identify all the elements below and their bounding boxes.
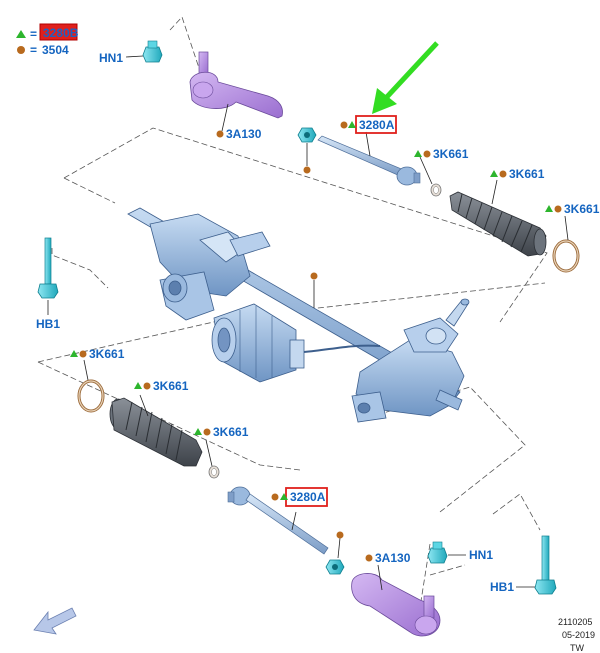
callout-3280a-bottom: 3280A bbox=[290, 490, 326, 504]
hex-nut-bottom bbox=[427, 541, 448, 564]
callout-hb1-right: HB1 bbox=[490, 580, 514, 594]
orange-dot-icon bbox=[203, 428, 211, 436]
callout-3k661-bellows-top: 3K661 bbox=[509, 167, 545, 181]
jam-nut-top bbox=[297, 127, 317, 143]
callout-3k661-clamp-bottom-outer: 3K661 bbox=[89, 347, 125, 361]
legend-circle-code: 3504 bbox=[42, 43, 69, 57]
small-clamp-top bbox=[430, 183, 442, 197]
bellows-boot-top bbox=[449, 191, 547, 257]
orange-dot-icon bbox=[17, 46, 25, 54]
green-triangle-icon bbox=[490, 170, 498, 177]
callout-3k661-top-inner: 3K661 bbox=[433, 147, 469, 161]
callout-3k661-clamp-top-outer: 3K661 bbox=[564, 202, 600, 216]
green-triangle-icon bbox=[16, 30, 26, 38]
green-triangle-icon bbox=[348, 121, 356, 128]
small-clamp-bottom bbox=[208, 465, 220, 479]
legend-highlight-box bbox=[39, 23, 78, 41]
steering-rack-assembly bbox=[127, 207, 470, 423]
hex-nut-top bbox=[142, 40, 163, 63]
front-direction-arrow-icon bbox=[33, 607, 77, 635]
green-triangle-icon bbox=[414, 150, 422, 157]
large-clamp-top bbox=[552, 239, 580, 273]
green-triangle-icon bbox=[70, 350, 78, 357]
orange-dot-icon bbox=[310, 272, 318, 280]
callout-3a130-bottom: 3A130 bbox=[375, 551, 411, 565]
green-triangle-icon bbox=[280, 493, 288, 500]
bolt-left bbox=[37, 237, 59, 299]
orange-dot-icon bbox=[143, 382, 151, 390]
footer-drawing-number: 2110205 bbox=[558, 617, 592, 627]
legend-equals-2: = bbox=[30, 43, 37, 57]
orange-dot-icon bbox=[499, 170, 507, 178]
dashed-guide-lines bbox=[37, 16, 548, 621]
legend-triangle-code: 3280B bbox=[43, 26, 79, 40]
callout-hn1-bottom: HN1 bbox=[469, 548, 493, 562]
green-triangle-icon bbox=[134, 382, 142, 389]
callout-3280a-top: 3280A bbox=[359, 118, 395, 132]
inner-tie-rod-top bbox=[317, 135, 421, 186]
orange-dot-icon bbox=[336, 531, 344, 539]
green-pointer-arrow bbox=[372, 41, 439, 114]
green-triangle-icon bbox=[545, 205, 553, 212]
callout-hb1-left: HB1 bbox=[36, 317, 60, 331]
orange-dot-icon bbox=[340, 121, 348, 129]
bellows-boot-bottom bbox=[109, 397, 203, 467]
orange-dot-icon bbox=[554, 205, 562, 213]
callout-3k661-bellows-bottom: 3K661 bbox=[153, 379, 189, 393]
orange-dot-icon bbox=[423, 150, 431, 158]
orange-dot-icon bbox=[79, 350, 87, 358]
legend-equals-1: = bbox=[30, 27, 37, 41]
footer-date: 05-2019 bbox=[562, 630, 595, 640]
legend: = 3280B = 3504 bbox=[16, 23, 79, 57]
callout-hn1-top: HN1 bbox=[99, 51, 123, 65]
tie-rod-end-top bbox=[189, 51, 283, 119]
large-clamp-bottom bbox=[77, 379, 105, 413]
orange-dot-icon bbox=[271, 493, 279, 501]
bolt-right bbox=[534, 535, 557, 595]
callout-3k661-clamp-bottom-inner: 3K661 bbox=[213, 425, 249, 439]
jam-nut-bottom bbox=[325, 559, 345, 575]
footer-initials: TW bbox=[570, 643, 584, 653]
orange-dot-icon bbox=[365, 554, 373, 562]
highlight-box-3280a-top bbox=[355, 115, 397, 134]
inner-tie-rod-bottom bbox=[227, 486, 329, 555]
tie-rod-end-bottom bbox=[351, 573, 441, 637]
orange-dot-icon bbox=[303, 166, 311, 174]
orange-dot-icon bbox=[216, 130, 224, 138]
green-triangle-icon bbox=[194, 428, 202, 435]
callout-3a130-top: 3A130 bbox=[226, 127, 262, 141]
